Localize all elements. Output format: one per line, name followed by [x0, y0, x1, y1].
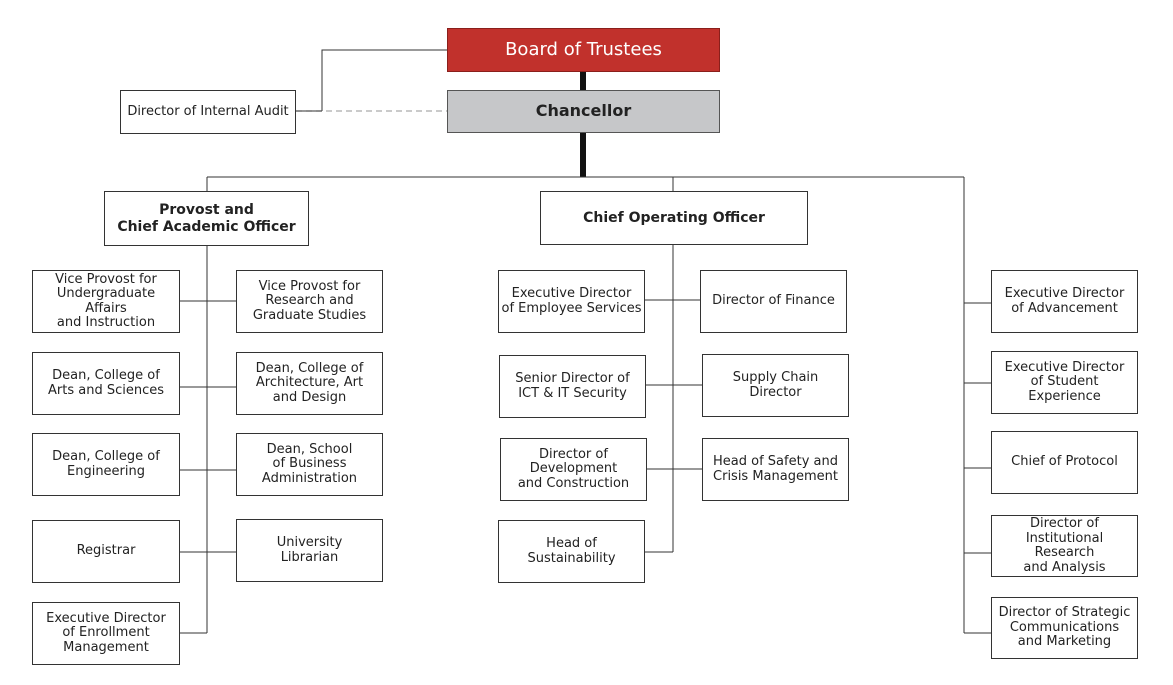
vp-research-box: Vice Provost for Research and Graduate S…: [236, 270, 383, 333]
vp-research-label: Vice Provost for Research and Graduate S…: [252, 278, 367, 323]
librarian-box: University Librarian: [236, 519, 383, 582]
research-analysis-label: Director of Institutional Research and A…: [1023, 516, 1106, 575]
dean-eng-box: Dean, College of Engineering: [32, 433, 180, 496]
dean-arch-label: Dean, College of Architecture, Art and D…: [255, 360, 364, 405]
dean-business-box: Dean, School of Business Administration: [236, 433, 383, 496]
dean-arts-label: Dean, College of Arts and Sciences: [48, 368, 164, 398]
coo-box: Chief Operating Officer: [540, 191, 808, 245]
research-analysis-box: Director of Institutional Research and A…: [991, 515, 1138, 577]
dean-arts-box: Dean, College of Arts and Sciences: [32, 352, 180, 415]
ict-box: Senior Director of ICT & IT Security: [499, 355, 646, 418]
employee-services-box: Executive Director of Employee Services: [498, 270, 645, 333]
communications-label: Director of Strategic Communications and…: [998, 605, 1131, 650]
audit-to-board-line: [321, 49, 447, 111]
finance-label: Director of Finance: [712, 293, 835, 309]
enrollment-label: Executive Director of Enrollment Managem…: [46, 610, 166, 655]
dean-business-label: Dean, School of Business Administration: [261, 441, 358, 486]
vp-undergrad-label: Vice Provost for Undergraduate Affairs a…: [55, 271, 157, 330]
advancement-box: Executive Director of Advancement: [991, 270, 1138, 333]
chancellor-label: Chancellor: [535, 101, 632, 121]
librarian-label: University Librarian: [276, 535, 343, 565]
registrar-box: Registrar: [32, 520, 180, 583]
safety-label: Head of Safety and Crisis Management: [713, 454, 838, 484]
sustainability-box: Head of Sustainability: [498, 520, 645, 583]
chancellor-box: Chancellor: [447, 90, 720, 133]
board-of-trustees-box: Board of Trustees: [447, 28, 720, 72]
supply-chain-box: Supply Chain Director: [702, 354, 849, 417]
ict-label: Senior Director of ICT & IT Security: [515, 371, 630, 401]
vp-undergrad-box: Vice Provost for Undergraduate Affairs a…: [32, 270, 180, 333]
enrollment-box: Executive Director of Enrollment Managem…: [32, 602, 180, 665]
advancement-label: Executive Director of Advancement: [1004, 286, 1125, 316]
provost-box: Provost and Chief Academic Officer: [104, 191, 309, 246]
internal-audit-label: Director of Internal Audit: [127, 103, 289, 119]
communications-box: Director of Strategic Communications and…: [991, 597, 1138, 659]
provost-label: Provost and Chief Academic Officer: [117, 201, 296, 235]
dean-arch-box: Dean, College of Architecture, Art and D…: [236, 352, 383, 415]
supply-chain-label: Supply Chain Director: [732, 370, 819, 400]
development-box: Director of Development and Construction: [500, 438, 647, 501]
finance-box: Director of Finance: [700, 270, 847, 333]
sustainability-label: Head of Sustainability: [527, 536, 616, 566]
internal-audit-box: Director of Internal Audit: [120, 90, 296, 134]
student-experience-label: Executive Director of Student Experience: [1004, 359, 1125, 404]
student-experience-box: Executive Director of Student Experience: [991, 351, 1138, 414]
board-of-trustees-label: Board of Trustees: [505, 38, 662, 60]
safety-box: Head of Safety and Crisis Management: [702, 438, 849, 501]
protocol-box: Chief of Protocol: [991, 431, 1138, 494]
coo-label: Chief Operating Officer: [583, 209, 765, 226]
registrar-label: Registrar: [76, 543, 136, 559]
dean-eng-label: Dean, College of Engineering: [52, 449, 160, 479]
employee-services-label: Executive Director of Employee Services: [501, 286, 642, 316]
development-label: Director of Development and Construction: [517, 446, 630, 491]
protocol-label: Chief of Protocol: [1011, 454, 1118, 470]
